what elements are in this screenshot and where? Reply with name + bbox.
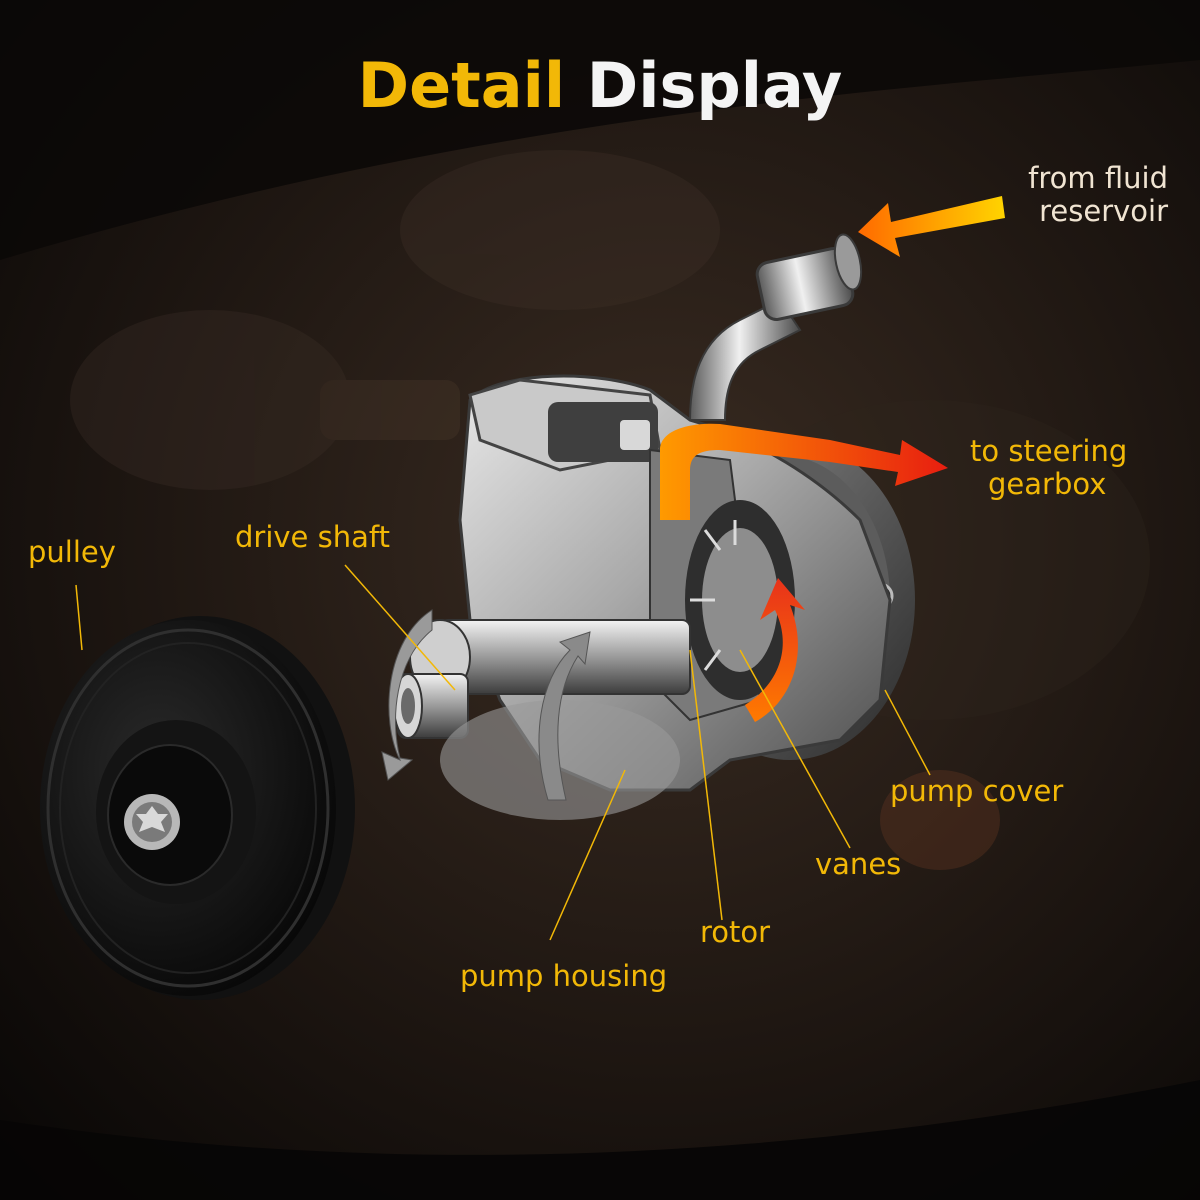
flow-arrow-outlet — [660, 423, 948, 520]
leader-line-pulley — [75, 584, 83, 651]
title-part-display: Display — [586, 49, 843, 122]
label-pulley: pulley — [28, 535, 116, 569]
leader-line-pump-housing — [549, 769, 626, 941]
label-vanes: vanes — [815, 847, 902, 881]
leader-line-vanes — [739, 649, 851, 849]
label-pump-cover: pump cover — [890, 774, 1064, 808]
title-part-detail: Detail — [357, 49, 566, 122]
leader-lines — [75, 564, 931, 941]
leader-line-pump-cover — [884, 689, 931, 776]
pulley-illustration — [40, 616, 355, 1000]
label-pump-housing: pump housing — [460, 959, 668, 993]
label-from-fluid-line2: reservoir — [1039, 194, 1168, 228]
label-drive-shaft: drive shaft — [235, 520, 390, 554]
label-from-fluid-reservoir: from fluid reservoir — [1028, 162, 1168, 228]
flow-arrow-rotor — [745, 578, 805, 722]
background-dark-edge — [0, 0, 1200, 260]
label-rotor: rotor — [700, 915, 771, 949]
page-title: Detail Display — [0, 50, 1200, 122]
label-to-steering-line1: to steering — [970, 434, 1128, 468]
label-to-steering-line2: gearbox — [988, 467, 1107, 501]
leader-line-drive-shaft — [344, 564, 456, 691]
background-dark-bottom — [0, 1080, 1200, 1200]
label-from-fluid-line1: from fluid — [1028, 161, 1168, 195]
label-to-steering-gearbox: to steering gearbox — [970, 435, 1127, 501]
flow-arrow-inlet — [858, 196, 1005, 257]
leader-line-rotor — [689, 649, 723, 921]
